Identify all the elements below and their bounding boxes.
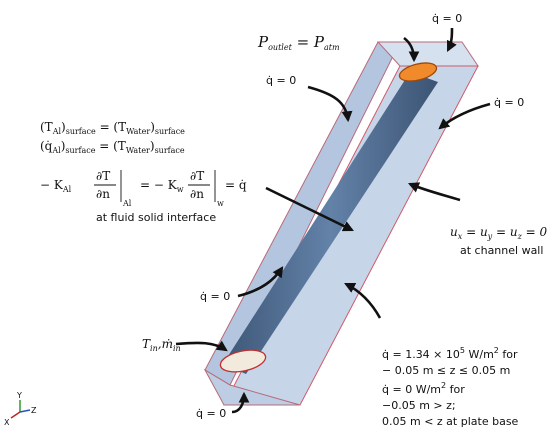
block-bottom-face bbox=[203, 368, 301, 406]
label-q-top: q̇ = 0 bbox=[432, 12, 462, 25]
label-heat-source: q̇ = 1.34 × 105 W/m2 for − 0.05 m ≤ z ≤ … bbox=[382, 346, 519, 428]
annotation-arrows bbox=[175, 27, 491, 414]
inlet-opening bbox=[219, 349, 267, 373]
flux-kal: − KAl bbox=[40, 178, 72, 194]
arrow-inlet bbox=[175, 340, 228, 352]
label-q-right-top: q̇ = 0 bbox=[494, 96, 524, 109]
flux-dn-w: ∂n bbox=[190, 187, 204, 201]
axis-z-label: Z bbox=[31, 406, 37, 415]
label-interface-note: at fluid solid interface bbox=[96, 211, 216, 224]
heat-line-4: −0.05 m > z; bbox=[382, 399, 456, 412]
label-wall-note: at channel wall bbox=[460, 244, 543, 257]
heat-line-3: q̇ = 0 W/m2 for bbox=[382, 381, 465, 396]
outlet-opening bbox=[398, 62, 438, 82]
axis-triad: Y X Z bbox=[4, 391, 37, 427]
flux-kw: = − Kw bbox=[140, 178, 184, 194]
label-velocity-condition: ux = uy = uz = 0 bbox=[450, 225, 548, 241]
heat-line-1: q̇ = 1.34 × 105 W/m2 for bbox=[382, 346, 518, 361]
label-outlet-pressure: Poutlet = Patm bbox=[257, 33, 340, 52]
flux-w-eval: w bbox=[217, 199, 224, 208]
arrow-q-top bbox=[446, 27, 457, 52]
heat-line-5: 0.05 m < z at plate base bbox=[382, 415, 519, 428]
heat-line-2: − 0.05 m ≤ z ≤ 0.05 m bbox=[382, 364, 510, 377]
arrow-q-left-bottom bbox=[237, 266, 284, 298]
label-q-left-bottom: q̇ = 0 bbox=[200, 290, 230, 303]
aluminium-block bbox=[203, 41, 479, 406]
axis-y-label: Y bbox=[16, 391, 22, 400]
arrow-q-left-top bbox=[307, 85, 353, 123]
flux-al-eval: Al bbox=[122, 199, 132, 208]
block-top-face bbox=[376, 41, 479, 67]
axis-x-label: X bbox=[4, 418, 10, 427]
channel-body bbox=[223, 72, 438, 374]
flux-dT-w: ∂T bbox=[190, 169, 204, 183]
label-heat-flux-equation: − KAl ∂T ∂n Al = − Kw ∂T ∂n w = q̇ bbox=[40, 169, 247, 208]
flux-qdot: = q̇ bbox=[225, 178, 247, 192]
flux-dn-al: ∂n bbox=[96, 187, 110, 201]
label-q-left-top: q̇ = 0 bbox=[266, 74, 296, 87]
arrow-q-right-top bbox=[438, 102, 491, 130]
flux-dT-al: ∂T bbox=[96, 169, 110, 183]
arrow-heat-base bbox=[344, 282, 382, 319]
label-flux-equality: (q̇Al)surface = (TWater)surface bbox=[40, 139, 185, 155]
label-inlet-conditions: Tin,ṁin bbox=[142, 337, 181, 353]
label-temperature-equality: (TAl)surface = (TWater)surface bbox=[40, 120, 185, 136]
flow-channel bbox=[219, 62, 438, 374]
arrow-q-bottom bbox=[231, 391, 250, 414]
arrow-wall bbox=[407, 182, 461, 202]
arrow-outlet bbox=[403, 36, 420, 63]
label-q-bottom: q̇ = 0 bbox=[196, 407, 226, 420]
arrow-interface bbox=[265, 186, 354, 232]
